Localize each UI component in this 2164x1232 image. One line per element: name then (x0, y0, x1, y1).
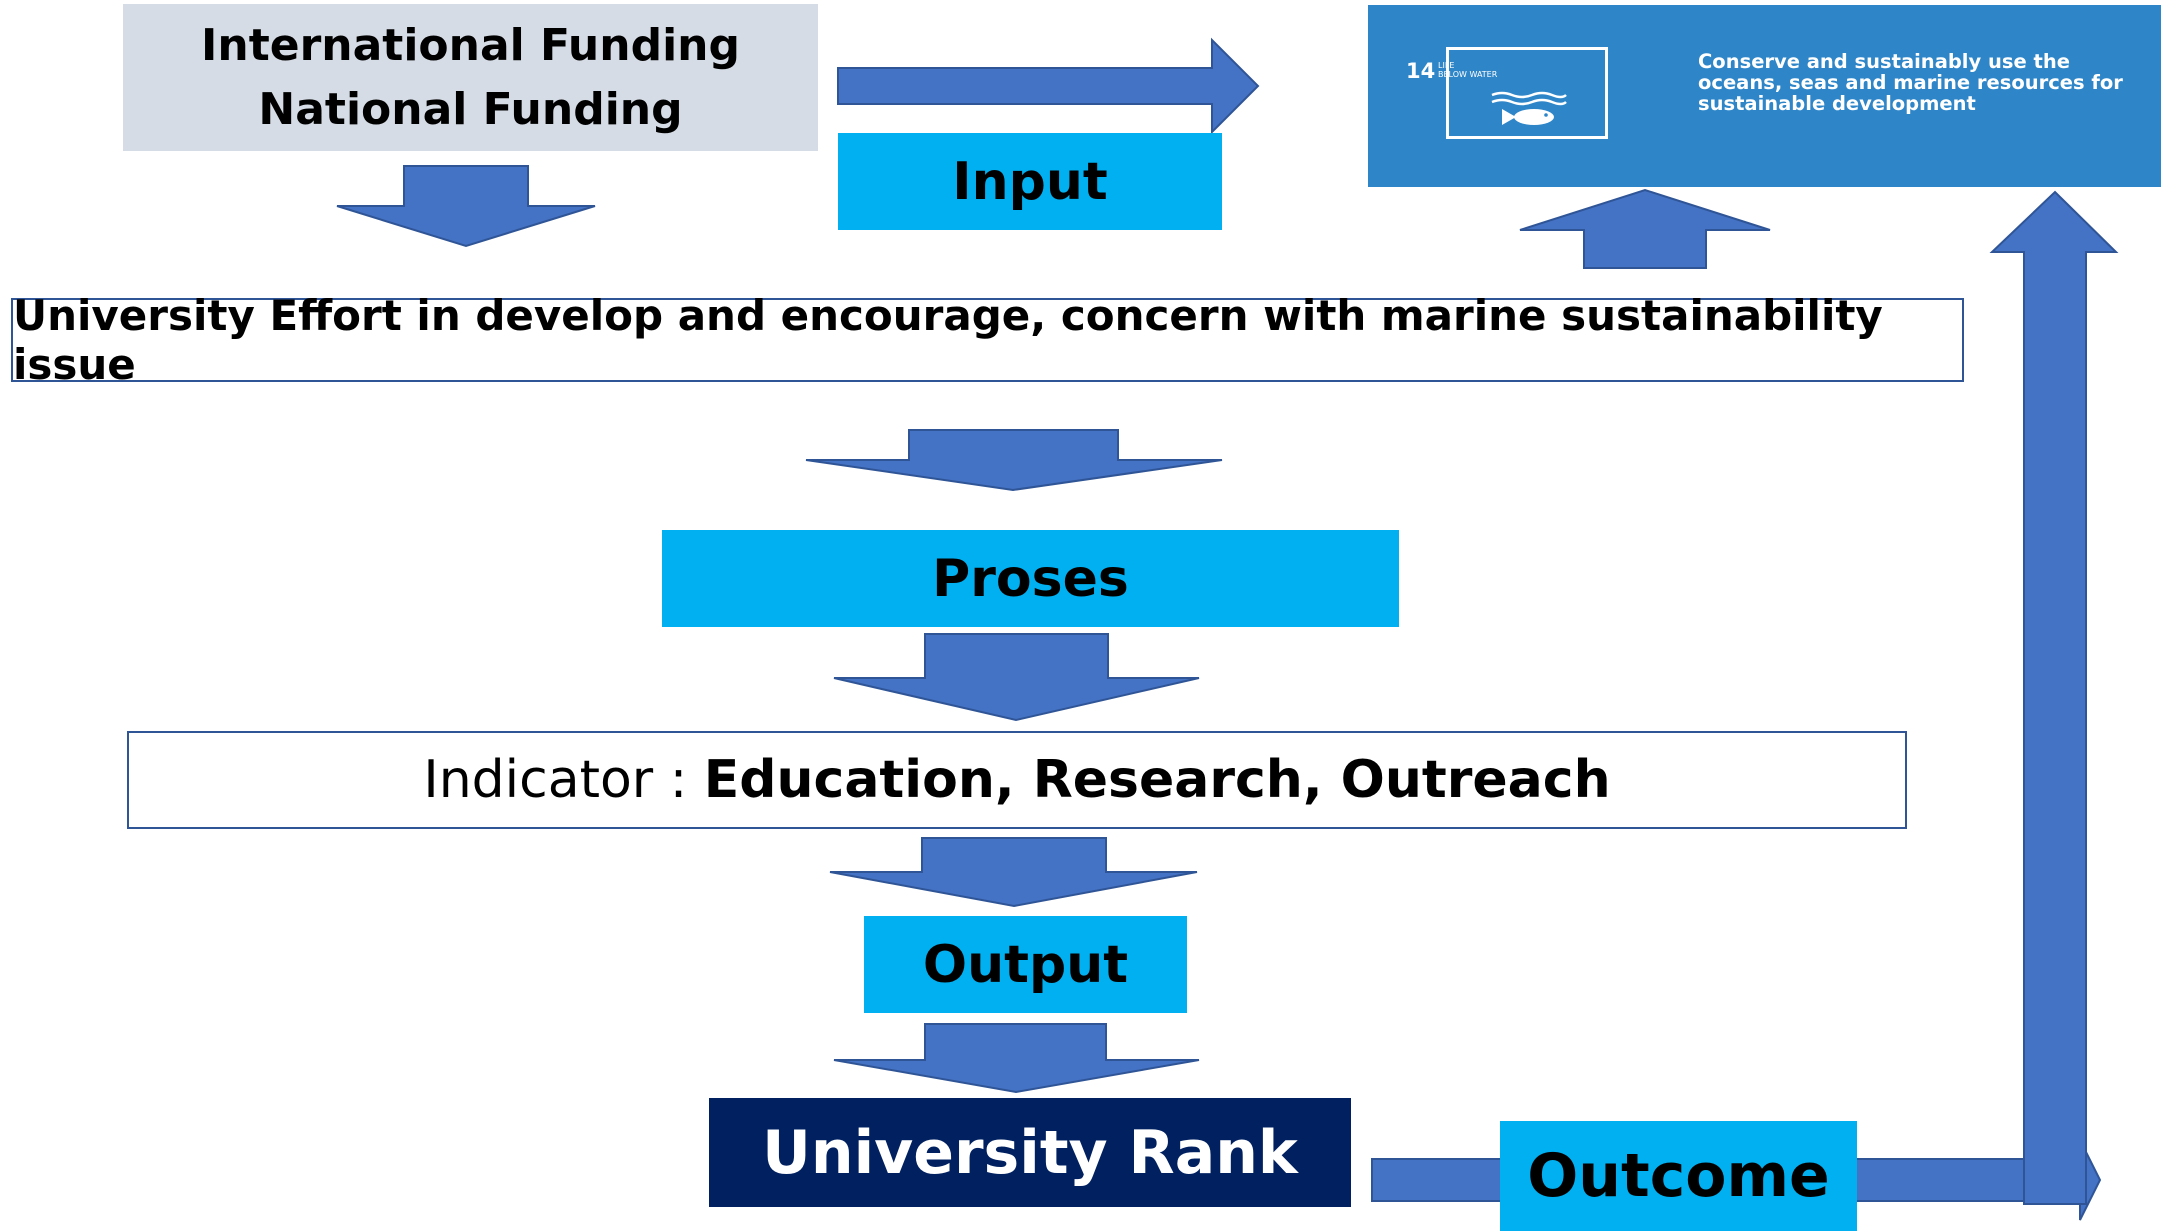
university-effort-box: University Effort in develop and encoura… (11, 291, 1964, 389)
international-funding-label: International Funding (201, 19, 740, 71)
arrow-funding-down (336, 165, 596, 248)
proses-label: Proses (662, 530, 1399, 627)
sdg-icon-frame (1446, 47, 1608, 139)
indicator-box: Indicator : Education, Research, Outreac… (127, 731, 1907, 829)
input-label: Input (838, 133, 1222, 230)
outcome-label: Outcome (1500, 1121, 1857, 1231)
indicator-items: Education, Research, Outreach (703, 750, 1611, 810)
national-funding-label: National Funding (258, 83, 683, 135)
sdg-description: Conserve and sustainably use the oceans,… (1698, 50, 2123, 115)
arrow-effort-down (805, 429, 1223, 492)
funding-box: International Funding National Funding (123, 4, 818, 151)
indicator-prefix: Indicator : (423, 750, 704, 810)
arrow-outcome-up (1989, 190, 2119, 1205)
arrow-funding-to-sdg (837, 37, 1260, 135)
arrow-proses-down (833, 633, 1200, 722)
sdg-goal-name: LIFE BELOW WATER (1438, 61, 1498, 79)
university-rank-box: University Rank (709, 1098, 1351, 1207)
sdg-number: 14 (1406, 59, 1436, 83)
arrow-indicator-down (829, 837, 1198, 908)
arrow-output-down (833, 1023, 1200, 1094)
output-label: Output (864, 916, 1187, 1013)
sdg-14-panel: 14 LIFE BELOW WATER Conserve and sustain… (1368, 5, 2161, 187)
arrow-effort-to-sdg (1519, 188, 1771, 269)
fish-icon (1491, 91, 1567, 125)
